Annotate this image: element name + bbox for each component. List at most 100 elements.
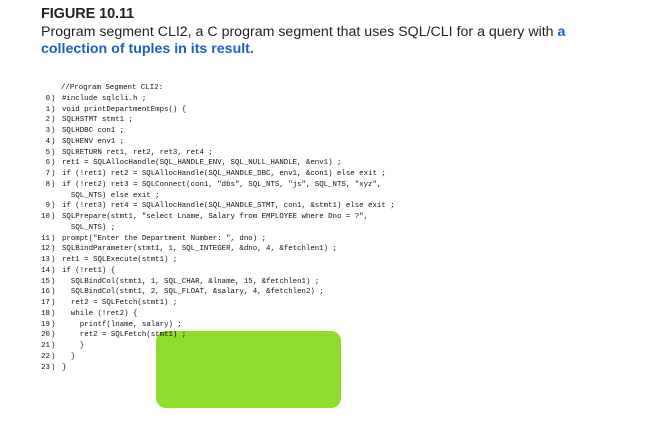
code-line: 15) SQLBindCol(stmt1, 1, SQL_CHAR, &lname… xyxy=(38,277,395,288)
code-line: 18) while (!ret2) { xyxy=(38,309,395,320)
line-number-paren: ) xyxy=(51,331,56,340)
line-number-paren: ) xyxy=(51,256,56,264)
line-number: 14 xyxy=(41,266,50,275)
code-line: 14)if (!ret1) { xyxy=(38,266,395,277)
line-number-paren: ) xyxy=(51,202,56,211)
line-number-paren: ) xyxy=(51,245,56,254)
code-line: 19) printf(lname, salary) ; xyxy=(38,320,395,331)
line-number-paren: ) xyxy=(51,213,56,221)
line-number-paren: ) xyxy=(51,127,56,135)
line-number: 9 xyxy=(45,202,50,211)
code-line: 13) ret1 = SQLExecute(stmt1) ; xyxy=(38,255,395,266)
line-number: 6 xyxy=(45,159,50,168)
caption-highlight-a: a xyxy=(557,24,566,40)
line-number: 19 xyxy=(41,320,50,329)
code-text: } xyxy=(62,363,67,372)
code-text: prompt("Enter the Department Number: ", … xyxy=(62,234,267,243)
code-line: 12) SQLBindParameter(stmt1, 1, SQL_INTEGE… xyxy=(38,244,395,255)
code-text: printf(lname, salary) ; xyxy=(79,320,182,329)
line-number: 18 xyxy=(41,309,50,318)
line-number-paren: ) xyxy=(51,363,56,372)
code-text: ret2 = SQLFetch(stmt1) ; xyxy=(79,331,187,340)
caption-highlight-rest: collection of tuples in its result. xyxy=(41,41,254,57)
code-line: 1) void printDepartmentEmps() { xyxy=(38,105,395,116)
code-text: } xyxy=(79,342,85,350)
line-number: 22 xyxy=(41,352,50,361)
code-text: ret1 = SQLExecute(stmt1) ; xyxy=(62,256,178,264)
line-number-paren: ) xyxy=(51,180,56,189)
code-line: 22)} xyxy=(38,352,395,363)
line-number: 16 xyxy=(41,288,50,297)
line-number-paren: ) xyxy=(51,320,56,329)
line-number-paren: ) xyxy=(51,277,56,286)
line-number: 1 xyxy=(45,105,50,114)
code-line: 20) ret2 = SQLFetch(stmt1) ; xyxy=(38,330,395,341)
line-number-paren: ) xyxy=(51,116,56,125)
line-number-paren: ) xyxy=(51,148,56,157)
line-number: 20 xyxy=(41,331,50,340)
code-line: 5)SQLRETURN ret1, ret2, ret3, ret4 ; xyxy=(38,148,395,159)
line-number-paren: ) xyxy=(51,352,56,361)
code-line: 17) ret2 = SQLFetch(stmt1) ; xyxy=(38,298,395,309)
figure-caption: Program segment CLI2, a C program segmen… xyxy=(41,24,641,58)
line-number: 10 xyxy=(41,213,50,221)
code-text: SQLPrepare(stmt1, "select Lname, Salary … xyxy=(62,213,369,221)
code-line: 9)if (!ret3) ret4 = SQLAllocHandle(SQL_H… xyxy=(38,201,395,212)
line-number-paren: ) xyxy=(51,234,56,243)
code-line: 2) SQLHSTMT stmt1 ; xyxy=(38,115,395,126)
code-line: 16) SQLBindCol(stmt1, 2, SQL_FLOAT, &sala… xyxy=(38,287,395,298)
code-line: 3) SQLHDBC con1 ; xyxy=(38,126,395,137)
line-number-paren: ) xyxy=(51,137,56,146)
line-number: 5 xyxy=(45,148,50,157)
line-number-paren: ) xyxy=(51,170,56,178)
line-number-paren: ) xyxy=(51,299,56,307)
code-listing: //Program Segment CLI2: 0)#include sqlcl… xyxy=(38,83,395,373)
line-number-paren: ) xyxy=(51,342,56,350)
line-number: 21 xyxy=(41,342,50,350)
line-number: 17 xyxy=(41,299,50,307)
code-text: if (!ret1) ret2 = SQLAllocHandle(SQL_HAN… xyxy=(62,170,386,178)
code-text: #include sqlcli.h ; xyxy=(62,94,147,103)
line-number-paren: ) xyxy=(51,105,56,114)
code-text: ret1 = SQLAllocHandle(SQL_HANDLE_ENV, SQ… xyxy=(62,159,342,168)
code-line: 7) if (!ret1) ret2 = SQLAllocHandle(SQL_H… xyxy=(38,169,395,180)
line-number: 23 xyxy=(41,363,50,372)
code-text: SQLBindParameter(stmt1, 1, SQL_INTEGER, … xyxy=(62,245,337,254)
code-line: 23)} xyxy=(38,363,395,374)
code-header-text: //Program Segment CLI2: xyxy=(61,84,164,92)
code-text: if (!ret1) { xyxy=(62,266,116,275)
code-line: 10) SQLPrepare(stmt1, "select Lname, Sala… xyxy=(38,212,395,223)
line-number-paren: ) xyxy=(51,159,56,168)
code-text: SQL_NTS) else exit ; xyxy=(70,191,160,200)
code-text: SQLHSTMT stmt1 ; xyxy=(62,116,133,125)
line-number: 13 xyxy=(41,256,50,264)
figure-label: FIGURE 10.11 xyxy=(41,6,135,22)
code-header: //Program Segment CLI2: xyxy=(38,83,395,94)
line-number: 2 xyxy=(45,116,50,125)
code-text: ret2 = SQLFetch(stmt1) ; xyxy=(70,299,178,307)
code-line: 6) ret1 = SQLAllocHandle(SQL_HANDLE_ENV, … xyxy=(38,158,395,169)
line-number-paren: ) xyxy=(51,288,56,297)
line-number: 12 xyxy=(41,245,50,254)
code-text: void printDepartmentEmps() { xyxy=(62,105,187,114)
code-text: SQLBindCol(stmt1, 1, SQL_CHAR, &lname, 1… xyxy=(70,277,320,286)
code-line: SQL_NTS) else exit ; xyxy=(38,191,395,202)
line-number: 7 xyxy=(45,170,50,178)
code-text: SQLHENV env1 ; xyxy=(62,137,125,146)
code-line: SQL_NTS) ; xyxy=(38,223,395,234)
code-line: 8) if (!ret2) ret3 = SQLConnect(con1, "db… xyxy=(38,180,395,191)
code-text: if (!ret2) ret3 = SQLConnect(con1, "dbs"… xyxy=(62,180,382,189)
line-number: 8 xyxy=(45,180,50,189)
code-text: SQLBindCol(stmt1, 2, SQL_FLOAT, &salary,… xyxy=(70,288,324,297)
line-number: 3 xyxy=(45,127,50,135)
line-number: 15 xyxy=(41,277,50,286)
line-number-paren: ) xyxy=(51,309,56,318)
code-line: 4) SQLHENV env1 ; xyxy=(38,137,395,148)
code-line: 21)} xyxy=(38,341,395,352)
code-text: while (!ret2) { xyxy=(70,309,138,318)
code-lines: 0)#include sqlcli.h ;1)void printDepartm… xyxy=(38,94,395,374)
caption-text: Program segment CLI2, a C program segmen… xyxy=(41,24,558,40)
code-text: SQLHDBC con1 ; xyxy=(62,127,125,135)
line-number: 4 xyxy=(45,137,50,146)
code-line: 11)prompt("Enter the Department Number: … xyxy=(38,234,395,245)
